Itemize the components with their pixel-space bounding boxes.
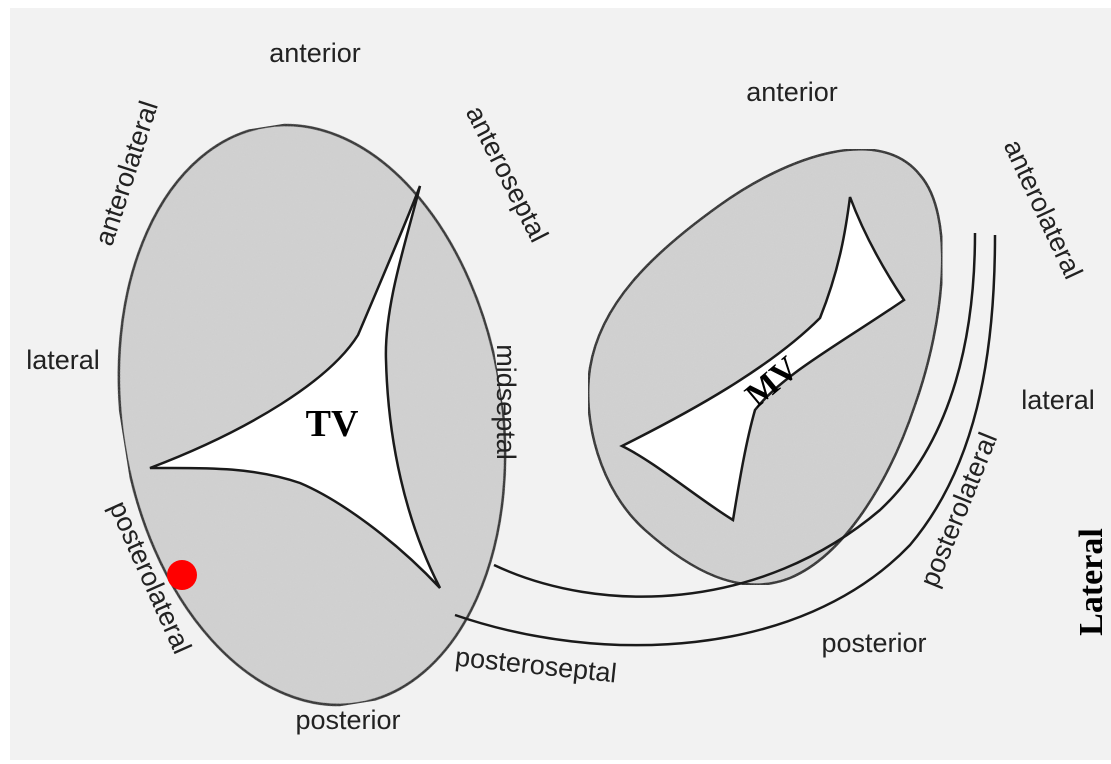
- tv-posterior-label: posterior: [295, 705, 400, 735]
- tv-midseptal-label: midseptal: [491, 344, 521, 460]
- tv-label: TV: [306, 403, 359, 445]
- tv-anterior-label: anterior: [269, 38, 361, 68]
- posterolateral-marker: [167, 560, 197, 590]
- mv-anterior-label: anterior: [746, 77, 838, 107]
- mv-posterior-label: posterior: [821, 628, 926, 658]
- lateral-side-label: Lateral: [1073, 528, 1110, 636]
- mv-lateral-label: lateral: [1021, 385, 1095, 415]
- tv-lateral-label: lateral: [26, 345, 100, 375]
